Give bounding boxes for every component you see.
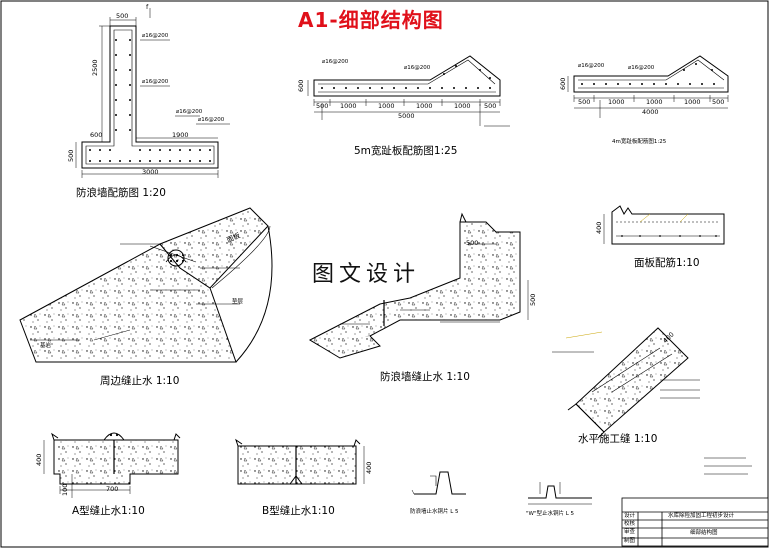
caption-toe-slab-4m: 4m宽趾板配筋图1:25 (612, 139, 667, 145)
dim-toe5-seg-4: 1000 (416, 102, 433, 110)
caption-wave-wall-rebar: 防浪墙配筋图 1:20 (76, 187, 166, 199)
wave-wall-dims (75, 8, 230, 178)
dim-wave-joint-a: 500 (466, 239, 479, 247)
dim-type-a-h: 400 (35, 453, 43, 466)
perimeter-joint (19, 207, 273, 363)
caption-w-copper-strip: "W"型止水铜片 L 5 (526, 511, 575, 517)
sheet-title: A1-细部结构图 (298, 8, 444, 32)
dim-toe5-seg-6: 500 (484, 102, 497, 110)
dim-toe5-seg-2: 1000 (340, 102, 357, 110)
toe4-rebar-top: ⌀16@200 (578, 63, 605, 69)
toe-slab-4m (567, 55, 729, 118)
wave-rebar-4: ⌀16@200 (198, 117, 225, 123)
dim-toe4-seg-4: 1000 (684, 98, 701, 106)
wave-wall-inner-rebar (85, 29, 215, 165)
toe5-rebar-top: ⌀16@200 (322, 59, 349, 65)
wave-wall-joint (308, 212, 529, 359)
dim-face-slab-thk: 400 (595, 221, 603, 234)
tb-row-2: 校核 (624, 521, 636, 527)
perimeter-waterstop (167, 249, 185, 267)
dim-wave-total: 3000 (142, 168, 159, 176)
caption-perimeter-joint: 周边缝止水 1:10 (100, 375, 180, 387)
legend-lines (704, 457, 752, 475)
dim-toe5-seg-1: 500 (316, 102, 329, 110)
toe-5m-dots (321, 65, 491, 89)
caption-horizontal-joint: 水平施工缝 1:10 (578, 433, 658, 445)
caption-face-slab: 面板配筋1:10 (634, 257, 700, 269)
type-a-joint (43, 432, 181, 498)
caption-type-a-joint: A型缝止水1:10 (72, 505, 145, 517)
dim-toe4-total: 4000 (642, 108, 659, 116)
toe-4m-outline (573, 55, 729, 93)
tb-project: 水库除险加固工程初步设计 (668, 513, 735, 519)
toe-5m-dims (307, 80, 510, 127)
dim-toe4-seg-1: 500 (578, 98, 591, 106)
caption-type-b-joint: B型缝止水1:10 (262, 505, 335, 517)
dim-type-a-w: 700 (106, 485, 119, 493)
dim-toe4-thk: 600 (559, 77, 567, 90)
tb-row-1: 设计 (624, 513, 636, 519)
wave-wall-outline (81, 25, 219, 169)
dim-wave-top-width: 500 (116, 12, 129, 20)
wave-wall-section (75, 8, 230, 178)
label-bedrock: 基岩 (40, 343, 52, 349)
wave-rebar-2: ⌀16@200 (142, 79, 169, 85)
dim-wave-joint-b: 500 (529, 293, 537, 306)
toe-4m-dims (567, 76, 729, 118)
dim-type-b-h: 400 (365, 461, 373, 474)
dim-toe4-seg-5: 500 (712, 98, 725, 106)
toe-5m-outline (313, 55, 501, 97)
type-a-body (53, 439, 179, 485)
toe4-rebar-bot: ⌀16@200 (628, 65, 655, 71)
w-copper-strip (528, 482, 592, 505)
dim-toe4-seg-2: 1000 (608, 98, 625, 106)
dim-toe4-seg-3: 1000 (646, 98, 663, 106)
dim-type-a-base: 100 (61, 483, 69, 496)
toe-slab-5m (307, 55, 510, 127)
title-block (621, 497, 769, 547)
wave-rebar-3: ⌀16@200 (176, 109, 203, 115)
toe-4m-dots (581, 63, 715, 85)
wave-joint-body (308, 221, 521, 347)
caption-copper-strip-wave: 防浪墙止水铜片 L 5 (410, 509, 459, 515)
type-b-body (237, 445, 357, 485)
wave-rebar-1: ⌀16@200 (142, 33, 169, 39)
dim-wave-base-right: 1900 (172, 131, 189, 139)
watermark-text: 图文设计 (312, 262, 421, 287)
perimeter-arc (211, 225, 271, 289)
caption-wave-wall-joint: 防浪墙缝止水 1:10 (380, 371, 470, 383)
face-slab-outline (611, 205, 725, 245)
caption-toe-slab-5m: 5m宽趾板配筋图1:25 (354, 145, 458, 157)
dim-toe5-seg-3: 1000 (378, 102, 395, 110)
tb-row-3: 审查 (624, 529, 636, 535)
copper-strip-wave (411, 471, 466, 495)
tb-drawing: 细部结构图 (690, 530, 718, 536)
dim-toe5-seg-5: 1000 (454, 102, 471, 110)
dim-toe5-total: 5000 (398, 112, 415, 120)
horizontal-joint (552, 327, 700, 439)
face-slab-section (603, 205, 725, 245)
type-b-joint (235, 438, 365, 485)
toe-5m-rebar (318, 59, 496, 85)
label-bedding: 垫层 (232, 299, 244, 305)
dim-wave-base: 500 (67, 149, 75, 162)
tb-row-4: 制图 (624, 538, 636, 544)
dim-wave-height: 2500 (91, 59, 99, 76)
dim-toe5-thk: 600 (297, 79, 305, 92)
wave-marker: f (146, 3, 149, 11)
wave-wall-rebar-dots (89, 39, 211, 162)
dim-wave-step: 600 (90, 131, 103, 139)
toe5-rebar-bot: ⌀16@200 (404, 65, 431, 71)
